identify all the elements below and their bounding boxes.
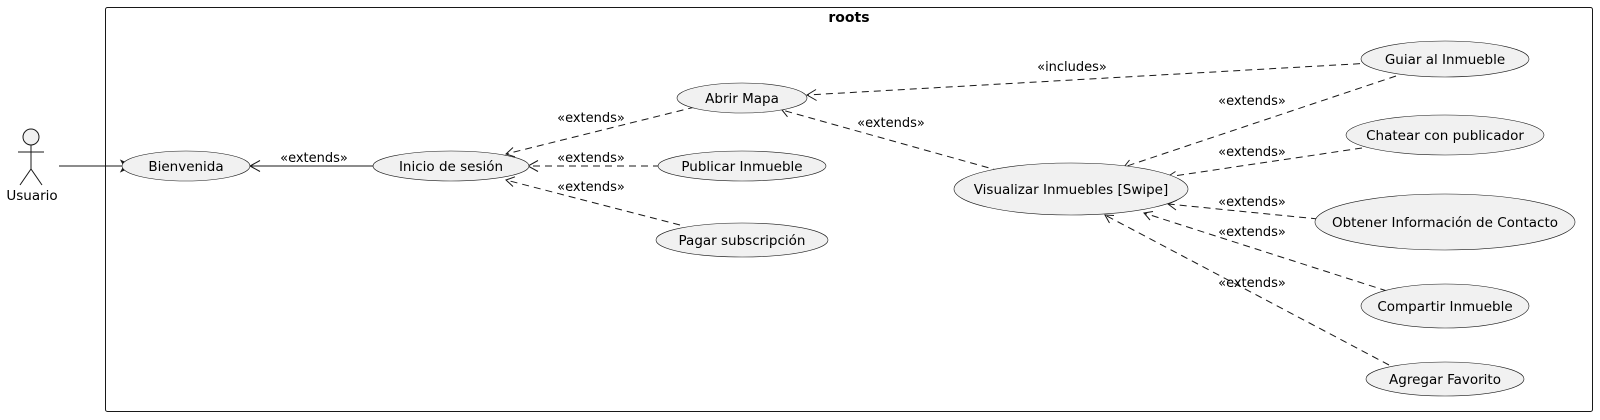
use-case-compartir-inmueble: Compartir Inmueble: [1360, 283, 1530, 329]
system-boundary: roots: [105, 7, 1593, 412]
relation-favorito-visualizar: «extends»: [1104, 214, 1390, 366]
relation-compartir-visualizar: «extends»: [1143, 211, 1388, 292]
use-case-label: Publicar Inmueble: [681, 159, 802, 175]
relation-chatear-visualizar: «extends»: [1165, 145, 1363, 182]
use-case-label: Bienvenida: [148, 159, 223, 175]
use-case-publicar-inmueble: Publicar Inmueble: [657, 150, 827, 182]
use-case-label: Guiar al Inmueble: [1385, 52, 1505, 68]
actor-right-leg: [30, 168, 43, 186]
relation-pagar-inicio: «extends»: [505, 176, 681, 226]
use-case-obtener-informacion: Obtener Información de Contacto: [1314, 193, 1576, 251]
use-case-abrir-mapa: Abrir Mapa: [676, 82, 808, 114]
relation-label: «extends»: [1218, 276, 1286, 291]
relation-label: «extends»: [1218, 145, 1286, 160]
relation-label: «extends»: [857, 116, 925, 131]
actor-name: Usuario: [6, 188, 57, 204]
relation-abrirmapa-inicio: «extends»: [505, 106, 696, 158]
relation-label: «extends»: [1218, 94, 1286, 109]
use-case-label: Compartir Inmueble: [1377, 299, 1512, 315]
relations: «extends» «extends» «extends» «extends» …: [59, 60, 1397, 366]
use-case-label: Pagar subscripción: [679, 233, 806, 249]
use-cases: Bienvenida Inicio de sesión Abrir Mapa P…: [121, 40, 1576, 397]
use-case-label: Agregar Favorito: [1389, 372, 1501, 388]
relation-label: «extends»: [557, 111, 625, 126]
use-case-label: Inicio de sesión: [399, 159, 503, 175]
actor-left-leg: [19, 168, 32, 186]
relation-label: «extends»: [557, 180, 625, 195]
relation-guiar-abrirmapa: «includes»: [806, 60, 1373, 101]
use-case-label: Visualizar Inmuebles [Swipe]: [974, 182, 1169, 198]
use-case-chatear-con-publicador: Chatear con publicador: [1345, 114, 1545, 156]
relation-label: «includes»: [1037, 60, 1107, 75]
system-boundary-box: [105, 7, 1593, 412]
relation-label: «extends»: [1218, 225, 1286, 240]
relation-label: «extends»: [1218, 195, 1286, 210]
relation-publicar-inicio: «extends»: [526, 151, 660, 172]
use-case-visualizar-inmuebles: Visualizar Inmuebles [Swipe]: [953, 162, 1189, 216]
use-case-bienvenida: Bienvenida: [121, 150, 251, 182]
system-boundary-title: roots: [828, 10, 869, 26]
relation-obtener-visualizar: «extends»: [1167, 195, 1319, 220]
use-case-inicio-de-sesion: Inicio de sesión: [372, 150, 530, 182]
actor-usuario: Usuario: [6, 128, 58, 204]
use-case-label: Chatear con publicador: [1366, 128, 1524, 144]
use-case-label: Abrir Mapa: [705, 91, 779, 107]
actor-head-icon: [22, 128, 40, 146]
relation-label: «extends»: [557, 151, 625, 166]
use-case-pagar-subscripcion: Pagar subscripción: [655, 222, 829, 258]
relation-label: «extends»: [280, 151, 348, 166]
use-case-agregar-favorito: Agregar Favorito: [1365, 361, 1525, 397]
use-case-guiar-al-inmueble: Guiar al Inmueble: [1360, 40, 1530, 78]
use-case-label: Obtener Información de Contacto: [1332, 215, 1558, 231]
relation-inicio-bienvenida: «extends»: [248, 151, 378, 172]
